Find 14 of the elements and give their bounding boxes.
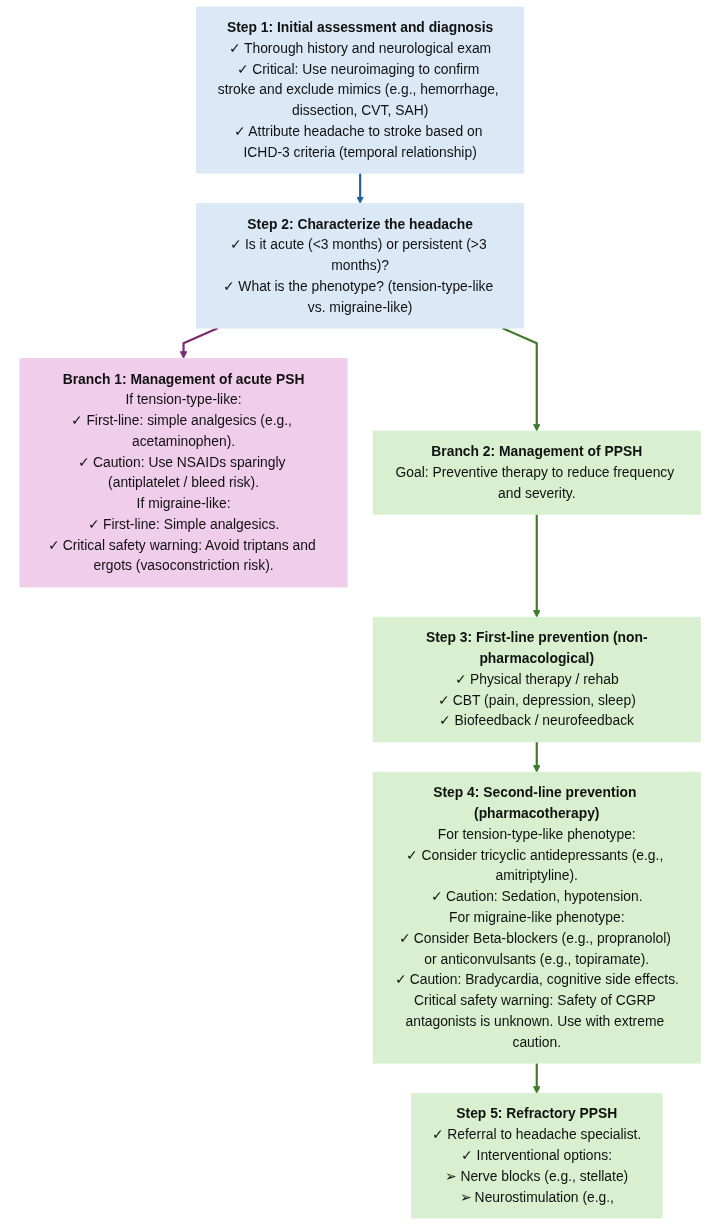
arrow [356, 173, 364, 204]
arrow [532, 1063, 541, 1094]
flowchart-drawing: Step 1: Initial assessment and diagnosis ✓ Thorough history and neurological exam ✓ Critical: Use neuroimaging to confirm stroke and exclude mimics (e.g., hemorrhage, dissection, CVT, SAH) ✓ Attribute headache to stroke based on ICHD-3 criteria (temporal relationship) Step 2: Characterize the headache ✓ Is it acute (<3 months) or persistent (>3 months)? ✓ What is the phenotype? (tension-type-like vs. migraine-like) Branch 1: Management of acute PSH If tension-type-like: ✓ First-line: simple analgesics (e.g., acetaminophen). ✓ Caution: Use NSAIDs sparingly (antiplatelet / bleed risk). If migraine-like: ✓ First-line: Simple analgesics. ✓ Critical safety warning: Avoid triptans and ergots (vasoconstriction risk). Branch 2: Management of PPSH Goal: Preventive therapy to reduce frequency and severity. Step 3: First-line prevention (non-pharmacological) ✓ Physical therapy / rehab ✓ CBT (pain, depression, sleep) ✓ Biofeedback / neurofeedback Step 4: Second-line prevention (pharmacotherapy) For tension-type-like phenotype: ✓ Consider tricyclic antidepressants (e.g., amitriptyline). ✓ Caution: Sedation, hypotension. For migraine-like phenotype: ✓ Consider Beta-blockers (e.g., propranolol) or anticonvulsants (e.g., topiramate). ✓ Caution: Bradycardia, cognitive side effects. Critical safety warning: Safety of CGRP antagonists is unknown. Use with extreme caution. Step 5: Refractory PPSH ✓ Referral to headache specialist. ✓ Interventional options: ➢ Nerve blocks (e.g., stellate) ➢ Neurostimulation (e.g., [12, 0, 708, 1225]
node-box [372, 616, 701, 743]
node-box [372, 430, 701, 515]
node-box [195, 6, 525, 174]
arrow [532, 514, 541, 618]
arrow [179, 327, 219, 359]
node-box [19, 357, 348, 588]
node-box [195, 203, 525, 329]
node-box [372, 771, 701, 1064]
arrow [532, 741, 541, 773]
arrow [501, 327, 541, 432]
node-box [410, 1092, 663, 1219]
